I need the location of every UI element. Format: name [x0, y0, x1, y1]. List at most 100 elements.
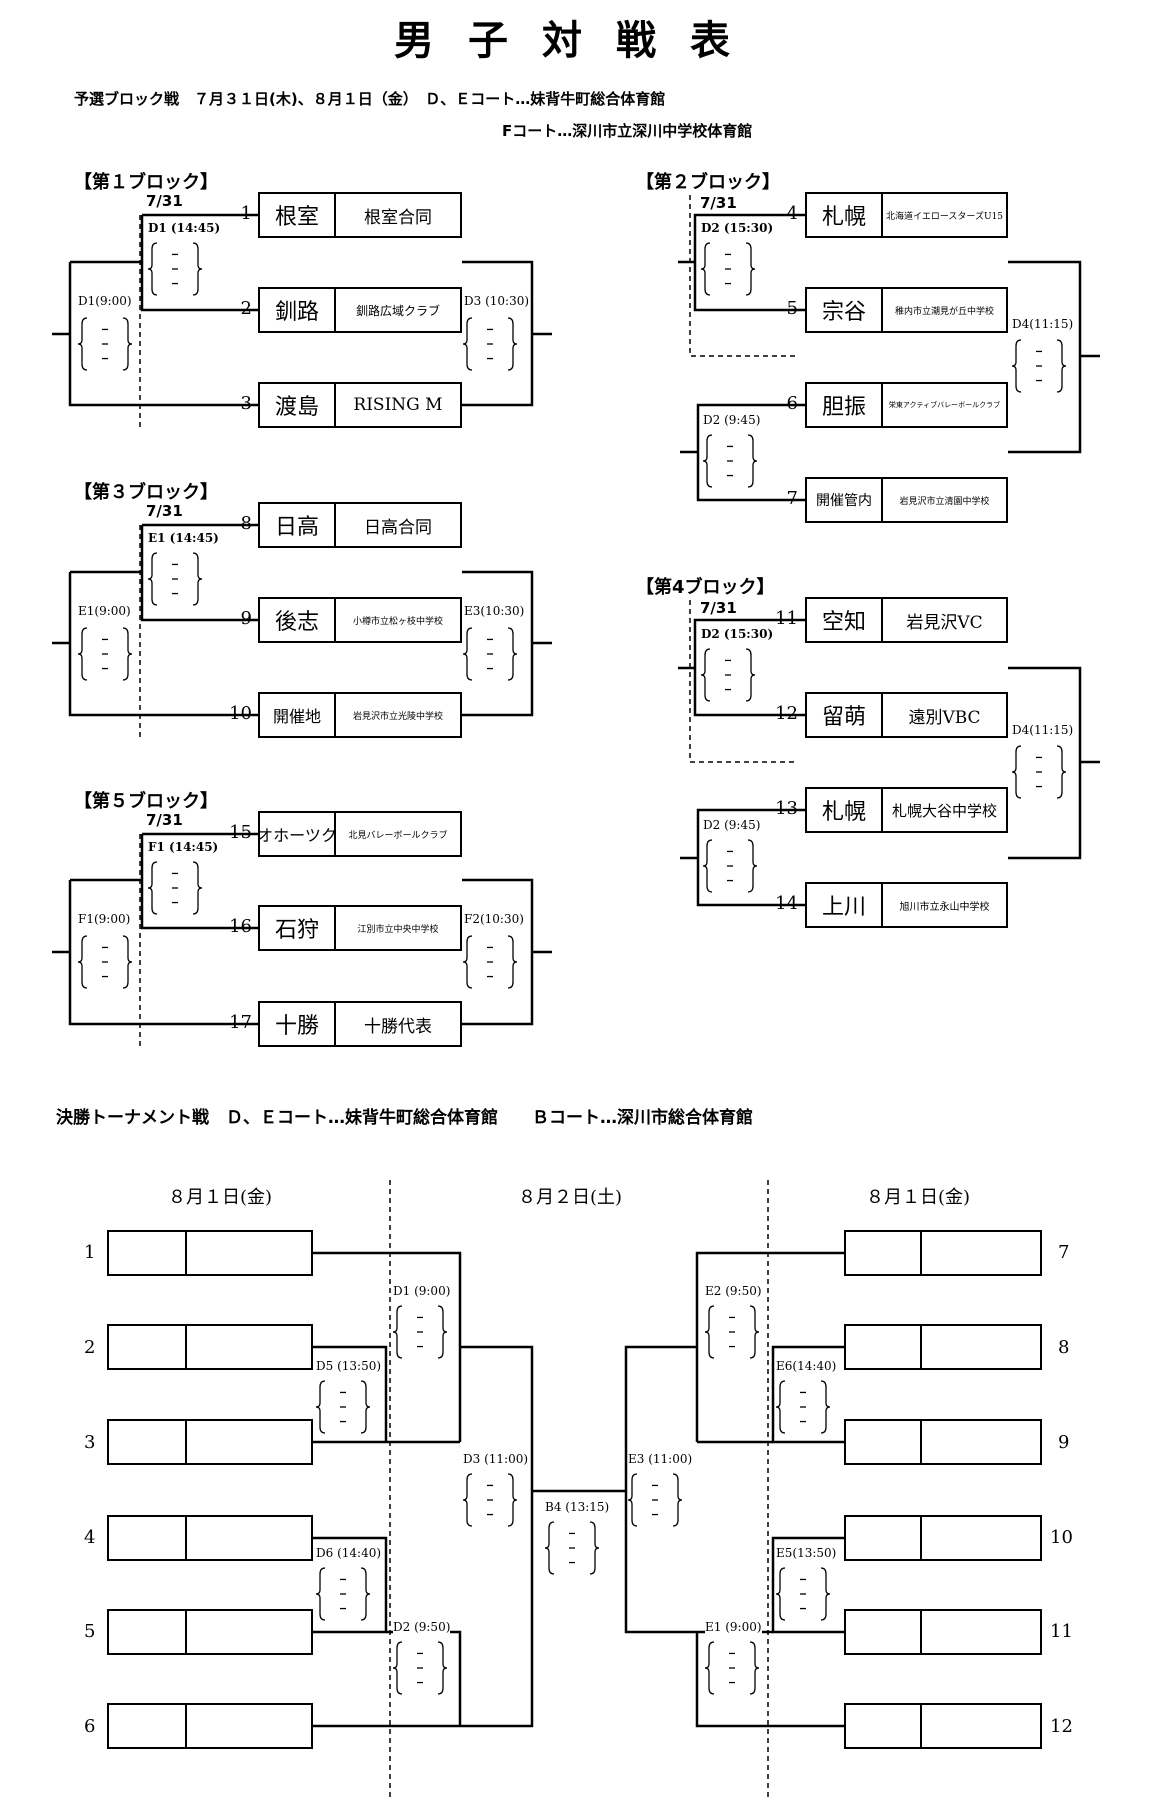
- final-seed: 10: [1050, 1527, 1073, 1548]
- final-seed: 8: [1058, 1337, 1070, 1358]
- match-label: F1(9:00): [78, 912, 131, 926]
- final-team-slot: [844, 1609, 1042, 1655]
- score-bracket: [392, 1641, 448, 1695]
- match-label: E6(14:40): [776, 1359, 837, 1373]
- match-label: E3 (11:00): [628, 1452, 693, 1466]
- team-box: 根室 根室合同: [258, 192, 462, 238]
- block1-title: 【第１ブロック】: [74, 172, 218, 193]
- score-bracket: [704, 1641, 760, 1695]
- score-bracket: [702, 434, 758, 488]
- team-seed: 9: [240, 608, 252, 629]
- team-region: 十勝: [260, 1003, 336, 1045]
- team-name: 北見バレーボールクラブ: [348, 830, 448, 841]
- team-box: オホーツク 北見バレーボールクラブ: [258, 811, 462, 857]
- final-team-slot: [107, 1703, 313, 1749]
- match-label: D2 (15:30): [701, 221, 774, 235]
- team-box: 上川 旭川市立永山中学校: [805, 882, 1008, 928]
- final-date-right: ８月１日(金): [866, 1187, 971, 1208]
- final-team-slot: [844, 1324, 1042, 1370]
- team-name: 北海道イエロースターズU15: [885, 211, 1004, 222]
- score-bracket: [702, 839, 758, 893]
- team-seed: 8: [240, 513, 252, 534]
- score-bracket: [775, 1567, 831, 1621]
- team-name: 根室合同: [364, 207, 432, 228]
- score-bracket: [462, 317, 518, 371]
- score-bracket: [315, 1380, 371, 1434]
- match-label: D3 (11:00): [463, 1452, 529, 1466]
- score-bracket: [147, 861, 203, 915]
- final-header: 決勝トーナメント戦 Ｄ、Ｅコート…妹背牛町総合体育館 Ｂコート…深川市総合体育館: [56, 1108, 753, 1128]
- team-name: 日高合同: [364, 517, 432, 538]
- final-team-slot: [107, 1419, 313, 1465]
- team-box: 開催地 岩見沢市立光陵中学校: [258, 692, 462, 738]
- match-label: E1(9:00): [78, 604, 131, 618]
- team-seed: 17: [229, 1012, 252, 1033]
- team-name: 稚内市立潮見が丘中学校: [894, 306, 994, 317]
- team-name: 小樽市立松ヶ枝中学校: [352, 616, 443, 627]
- score-bracket: [544, 1521, 600, 1575]
- score-bracket: [147, 552, 203, 606]
- final-seed: 11: [1050, 1621, 1073, 1642]
- team-seed: 15: [229, 822, 252, 843]
- team-seed: 10: [229, 703, 252, 724]
- match-label: D5 (13:50): [316, 1359, 382, 1373]
- block4-title: 【第4ブロック】: [636, 577, 775, 598]
- team-box: 空知 岩見沢VC: [805, 597, 1008, 643]
- score-bracket: [462, 627, 518, 681]
- team-name: 岩見沢市立光陵中学校: [352, 711, 443, 722]
- team-region: 日高: [260, 504, 336, 546]
- block3-title: 【第３ブロック】: [74, 482, 218, 503]
- team-name: RISING M: [353, 395, 443, 415]
- match-label: D1 (9:00): [393, 1284, 451, 1298]
- final-seed: 5: [84, 1621, 96, 1642]
- team-box: 留萌 遠別VBC: [805, 692, 1008, 738]
- team-name: 釧路広域クラブ: [355, 303, 440, 318]
- team-region: オホーツク: [260, 813, 336, 855]
- score-bracket: [700, 242, 756, 296]
- match-label: E3(10:30): [464, 604, 525, 618]
- score-bracket: [392, 1305, 448, 1359]
- final-seed: 4: [84, 1527, 96, 1548]
- score-bracket: [315, 1567, 371, 1621]
- block5-date: 7/31: [146, 811, 183, 829]
- match-label: D1 (14:45): [148, 221, 221, 235]
- final-team-slot: [844, 1703, 1042, 1749]
- team-seed: 11: [775, 608, 798, 629]
- block4-date: 7/31: [700, 599, 737, 617]
- match-label: D2 (15:30): [701, 627, 774, 641]
- team-box: 十勝 十勝代表: [258, 1001, 462, 1047]
- team-region: 札幌: [807, 789, 883, 831]
- final-seed: 3: [84, 1432, 96, 1453]
- team-box: 札幌 札幌大谷中学校: [805, 787, 1008, 833]
- match-label: D6 (14:40): [316, 1546, 382, 1560]
- match-label: D3 (10:30): [464, 294, 530, 308]
- block2-date: 7/31: [700, 194, 737, 212]
- final-team-slot: [844, 1515, 1042, 1561]
- score-bracket: [627, 1473, 683, 1527]
- final-seed: 6: [84, 1716, 96, 1737]
- score-bracket: [775, 1380, 831, 1434]
- score-bracket: [77, 317, 133, 371]
- team-name: 江別市立中央中学校: [357, 924, 439, 935]
- match-label: D2 (9:45): [703, 818, 761, 832]
- block3-date: 7/31: [146, 502, 183, 520]
- team-box: 日高 日高合同: [258, 502, 462, 548]
- final-date-left: ８月１日(金): [168, 1187, 273, 1208]
- team-region: 上川: [807, 884, 883, 926]
- score-bracket: [77, 935, 133, 989]
- final-team-slot: [107, 1230, 313, 1276]
- match-label: E5(13:50): [776, 1546, 837, 1560]
- block1-date: 7/31: [146, 192, 183, 210]
- score-bracket: [1011, 745, 1067, 799]
- final-seed: 1: [84, 1242, 96, 1263]
- team-name: 札幌大谷中学校: [891, 801, 997, 820]
- team-seed: 14: [775, 893, 798, 914]
- match-label: B4 (13:15): [545, 1500, 610, 1514]
- final-seed: 9: [1058, 1432, 1070, 1453]
- match-label: E1 (9:00): [705, 1620, 762, 1634]
- team-region: 留萌: [807, 694, 883, 736]
- match-label: F1 (14:45): [148, 840, 219, 854]
- match-label: E1 (14:45): [148, 531, 219, 545]
- team-region: 根室: [260, 194, 336, 236]
- team-seed: 16: [229, 916, 252, 937]
